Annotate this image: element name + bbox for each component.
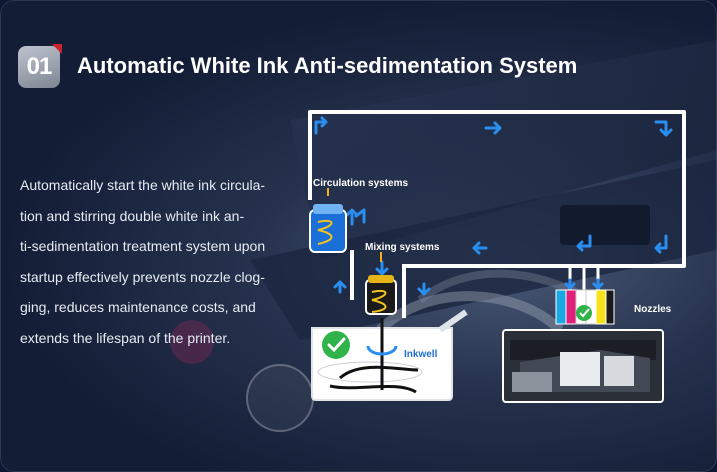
nozzle-feed-pipes xyxy=(568,266,600,290)
page-title: Automatic White Ink Anti-sedimentation S… xyxy=(77,53,578,78)
section-number-badge: 01 xyxy=(18,46,60,88)
description-line: Automatically start the white ink circul… xyxy=(20,177,266,193)
inkwell xyxy=(311,309,468,401)
inkwell-spout xyxy=(438,309,468,333)
arrow-icon xyxy=(345,208,359,226)
feed-pipe xyxy=(402,264,556,318)
spiral-icon xyxy=(371,290,387,313)
ink-cartridges xyxy=(555,289,615,325)
circulation-systems-label: Circulation systems xyxy=(313,178,409,189)
check-icon xyxy=(576,305,592,321)
description-line: ti-sedimentation treatment system upon xyxy=(20,238,266,254)
printer-head-photo xyxy=(502,329,664,403)
arrow-icon xyxy=(576,234,592,252)
description-line: tion and stirring double white ink an- xyxy=(20,207,245,224)
nozzles-label: Nozzles xyxy=(634,304,672,315)
arrow-icon xyxy=(654,120,673,137)
arrow-icon xyxy=(417,282,431,296)
arrow-icon xyxy=(654,234,668,254)
arrow-icon xyxy=(375,260,389,276)
badge-corner-accent xyxy=(52,44,62,54)
decorative-logo xyxy=(170,320,214,364)
circulation-tank xyxy=(309,204,347,253)
arrow-icon xyxy=(484,121,502,135)
arrow-icon xyxy=(472,241,488,255)
arrow-icon xyxy=(333,280,347,294)
mixing-tank xyxy=(365,275,397,315)
stirrer-blades xyxy=(329,365,419,394)
arrow-icon xyxy=(592,278,604,290)
description-line: extends the lifespan of the printer. xyxy=(20,329,231,346)
circulation-pipe xyxy=(308,110,686,268)
rotation-arrow-icon xyxy=(366,345,398,356)
check-icon xyxy=(322,331,350,359)
inkwell-label: Inkwell xyxy=(404,349,438,360)
description-text: Automatically start the white ink circul… xyxy=(20,170,282,353)
description-line: ging, reduces maintenance costs, and xyxy=(20,299,256,315)
arrow-icon xyxy=(354,208,366,224)
decorative-w-logo xyxy=(246,364,314,432)
arrow-icon xyxy=(564,278,576,290)
mixing-systems-label: Mixing systems xyxy=(365,242,440,253)
spiral-icon xyxy=(317,220,333,245)
arrow-icon xyxy=(314,116,328,135)
description-line: startup effectively prevents nozzle clog… xyxy=(20,268,265,285)
